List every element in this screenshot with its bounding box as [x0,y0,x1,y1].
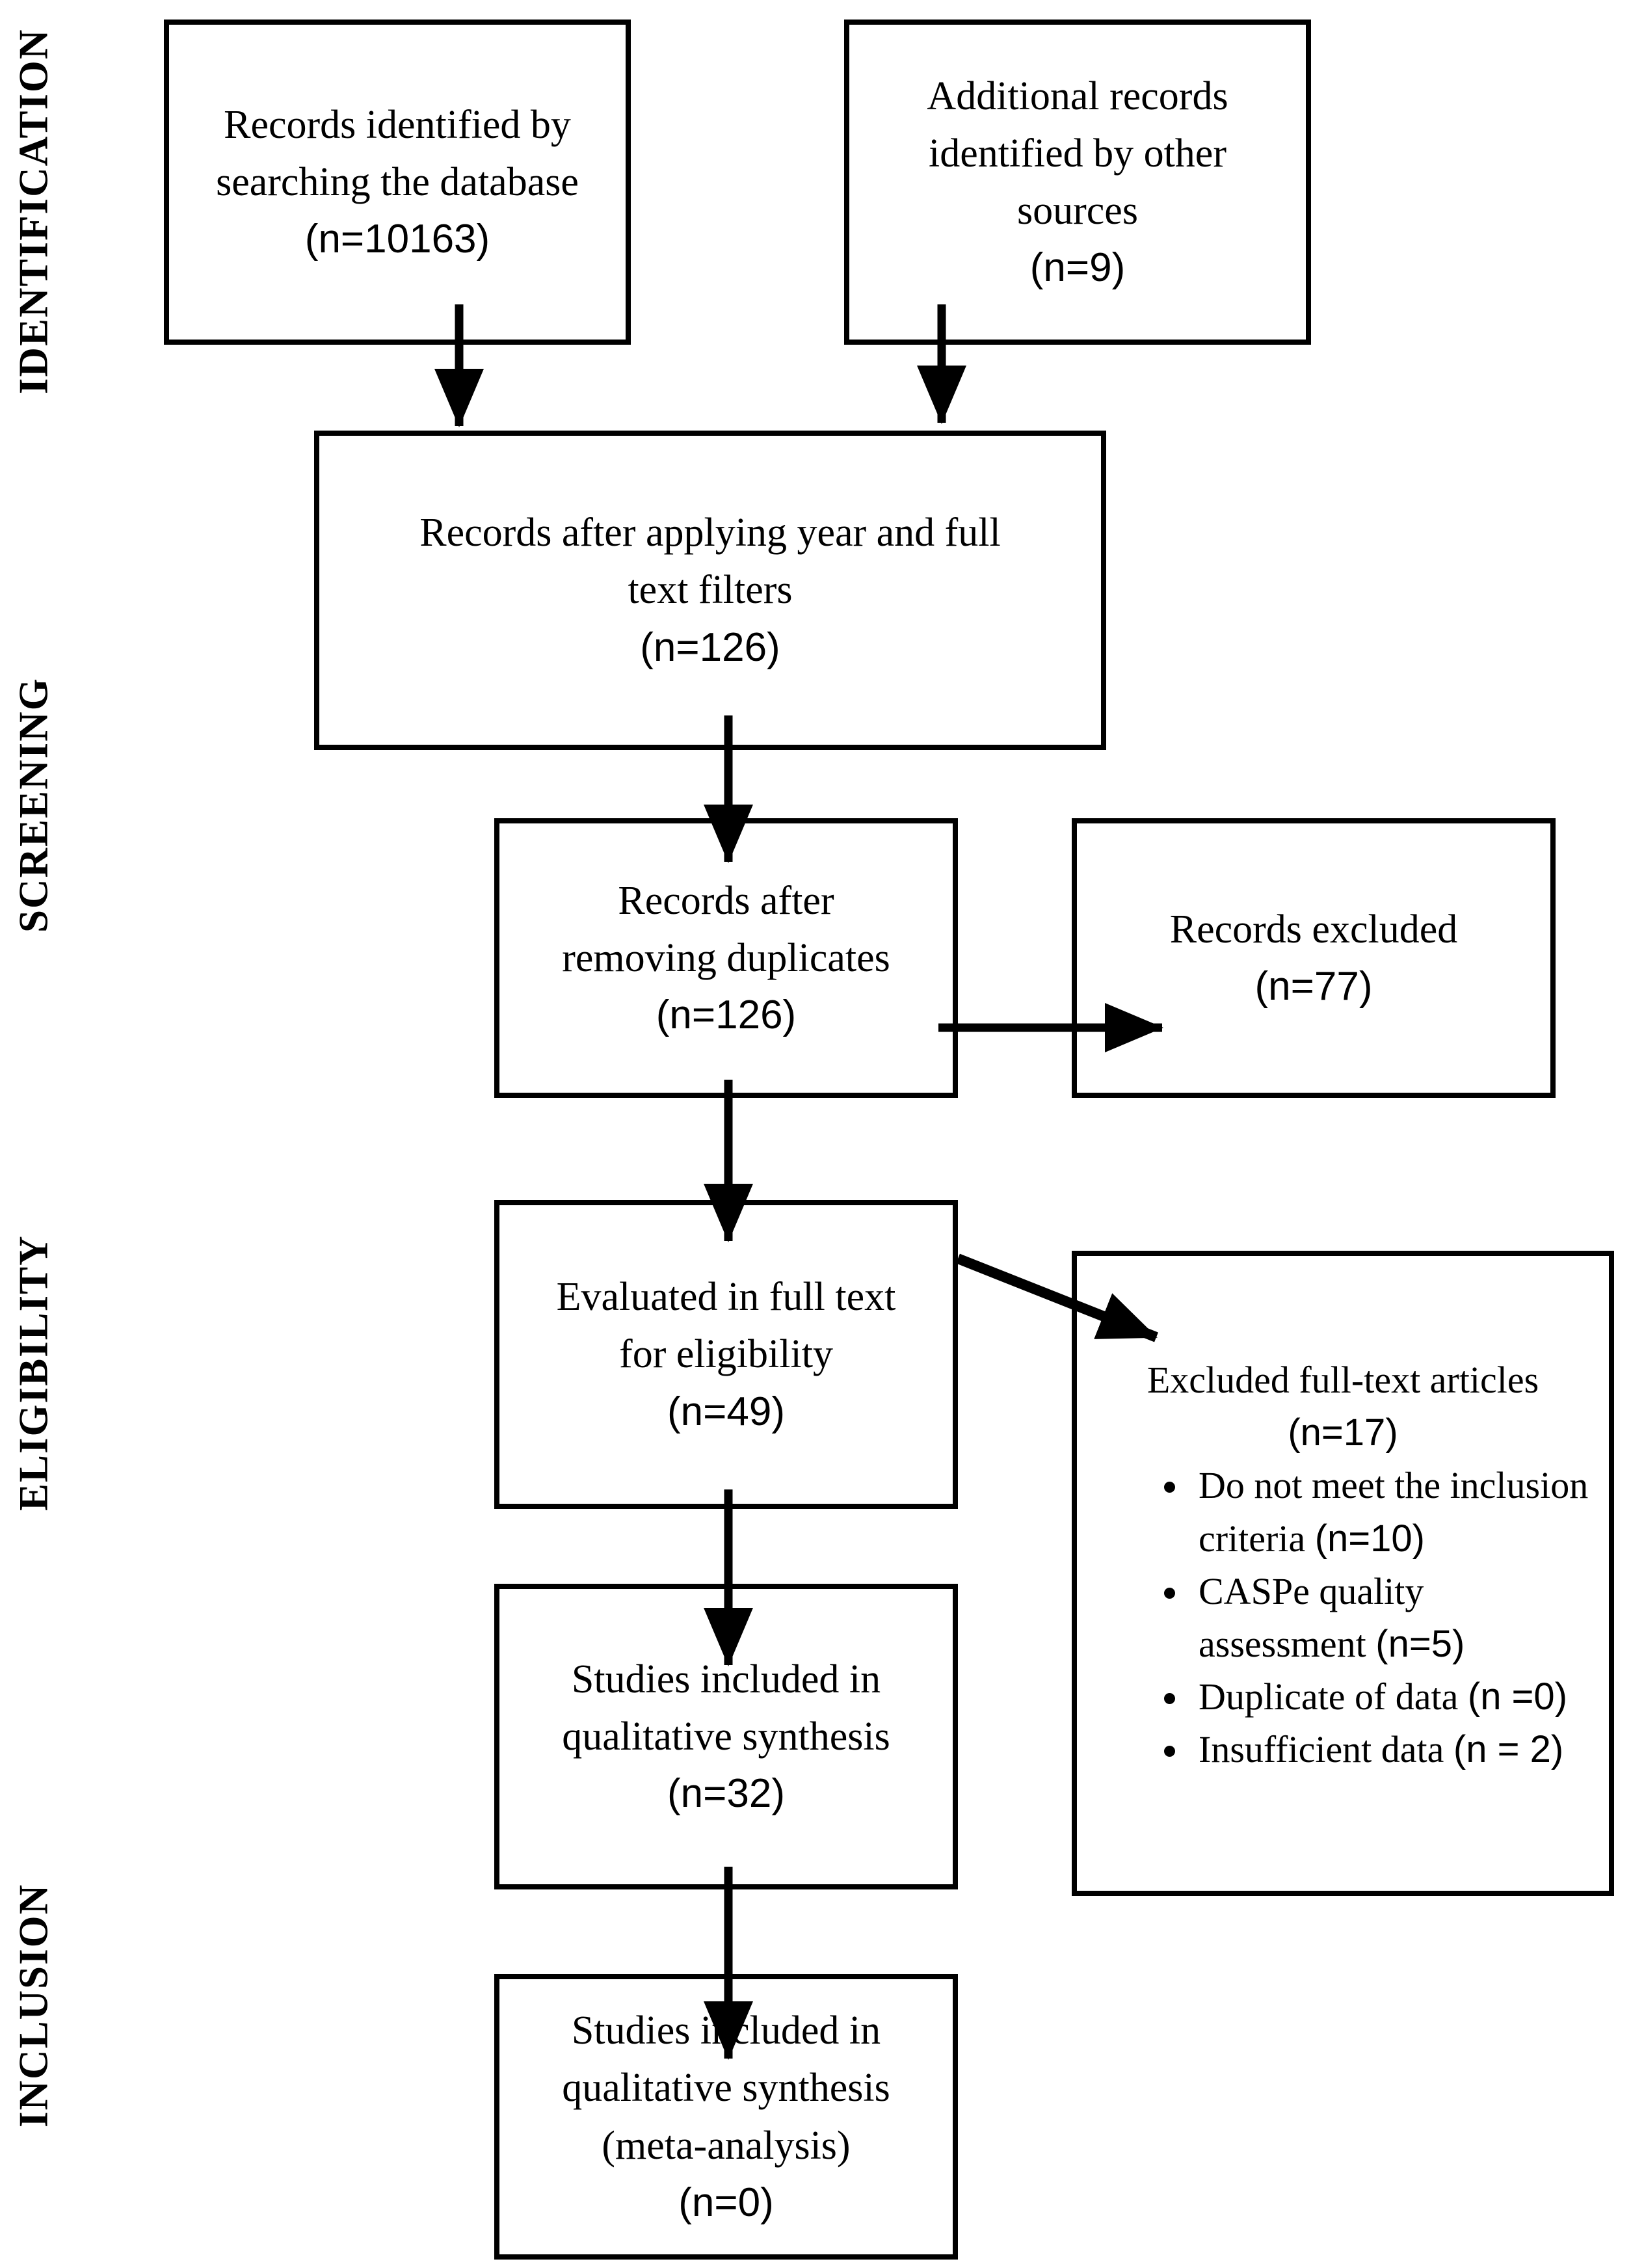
stage-label-inclusion: INCLUSION [10,1883,57,2128]
box-text-line: (meta-analysis) [602,2123,851,2168]
reason-text: Insufficient data [1199,1728,1453,1771]
box-text-line: Studies included in [571,2008,881,2053]
box-records-filtered: Records after applying year and full tex… [314,431,1106,750]
box-additional-records: Additional records identified by other s… [844,20,1311,345]
box-text-line: Records excluded [1169,907,1458,952]
box-count: (n=10163) [304,217,490,262]
box-count: (n=0) [678,2180,774,2225]
box-meta-analysis: Studies included in qualitative synthesi… [494,1974,958,2260]
box-title: Excluded full-text articles [1147,1359,1539,1401]
exclusion-reason-item: CASPe quality assessment (n=5) [1191,1565,1596,1670]
reason-count: (n=10) [1314,1517,1425,1560]
box-text-line: qualitative synthesis [562,1714,890,1759]
exclusion-reason-item: Insufficient data (n = 2) [1191,1723,1596,1776]
box-count: (n=126) [656,993,797,1038]
box-text-line: Evaluated in full text [556,1275,896,1320]
box-excluded-full-text: Excluded full-text articles (n=17) Do no… [1072,1251,1614,1896]
box-count: (n=32) [667,1771,785,1817]
box-records-identified: Records identified by searching the data… [164,20,631,345]
reason-count: (n = 2) [1453,1728,1564,1771]
box-duplicates-removed: Records after removing duplicates (n=126… [494,818,958,1098]
box-count: (n=77) [1254,964,1373,1009]
box-text-line: Records after [618,878,834,923]
exclusion-reason-item: Duplicate of data (n =0) [1191,1670,1596,1723]
box-records-excluded: Records excluded (n=77) [1072,818,1556,1098]
box-text-line: text filters [628,568,793,613]
box-qualitative-synthesis: Studies included in qualitative synthesi… [494,1584,958,1889]
exclusion-reason-item: Do not meet the inclusion criteria (n=10… [1191,1459,1596,1564]
box-text-line: sources [1017,189,1138,233]
box-text-line: removing duplicates [562,935,890,980]
box-text-line: Studies included in [571,1657,881,1701]
box-count: (n=49) [667,1389,785,1434]
box-full-text-evaluated: Evaluated in full text for eligibility (… [494,1200,958,1509]
box-text-line: Records after applying year and full [419,511,1001,555]
box-text-line: Records identified by [224,102,571,147]
box-count: (n=126) [640,624,780,670]
reason-text: Duplicate of data [1199,1675,1468,1718]
box-count: (n=9) [1029,245,1126,291]
box-text-line: searching the database [216,159,579,204]
stage-label-identification: IDENTIFICATION [10,28,57,395]
stage-label-screening: SCREENING [10,677,57,933]
reason-text: CASPe quality assessment [1199,1569,1424,1665]
box-text-line: qualitative synthesis [562,2066,890,2111]
reason-count: (n=5) [1375,1622,1465,1665]
reason-count: (n =0) [1467,1675,1568,1718]
box-text-line: Additional records [927,73,1228,118]
exclusion-reason-list: Do not meet the inclusion criteria (n=10… [1090,1459,1596,1776]
stage-label-eligibility: ELIGIBILITY [10,1234,57,1512]
box-text-line: identified by other [929,131,1227,176]
box-count: (n=17) [1288,1411,1398,1454]
box-text-line: for eligibility [619,1332,833,1377]
reason-text: Do not meet the inclusion criteria [1199,1464,1589,1560]
